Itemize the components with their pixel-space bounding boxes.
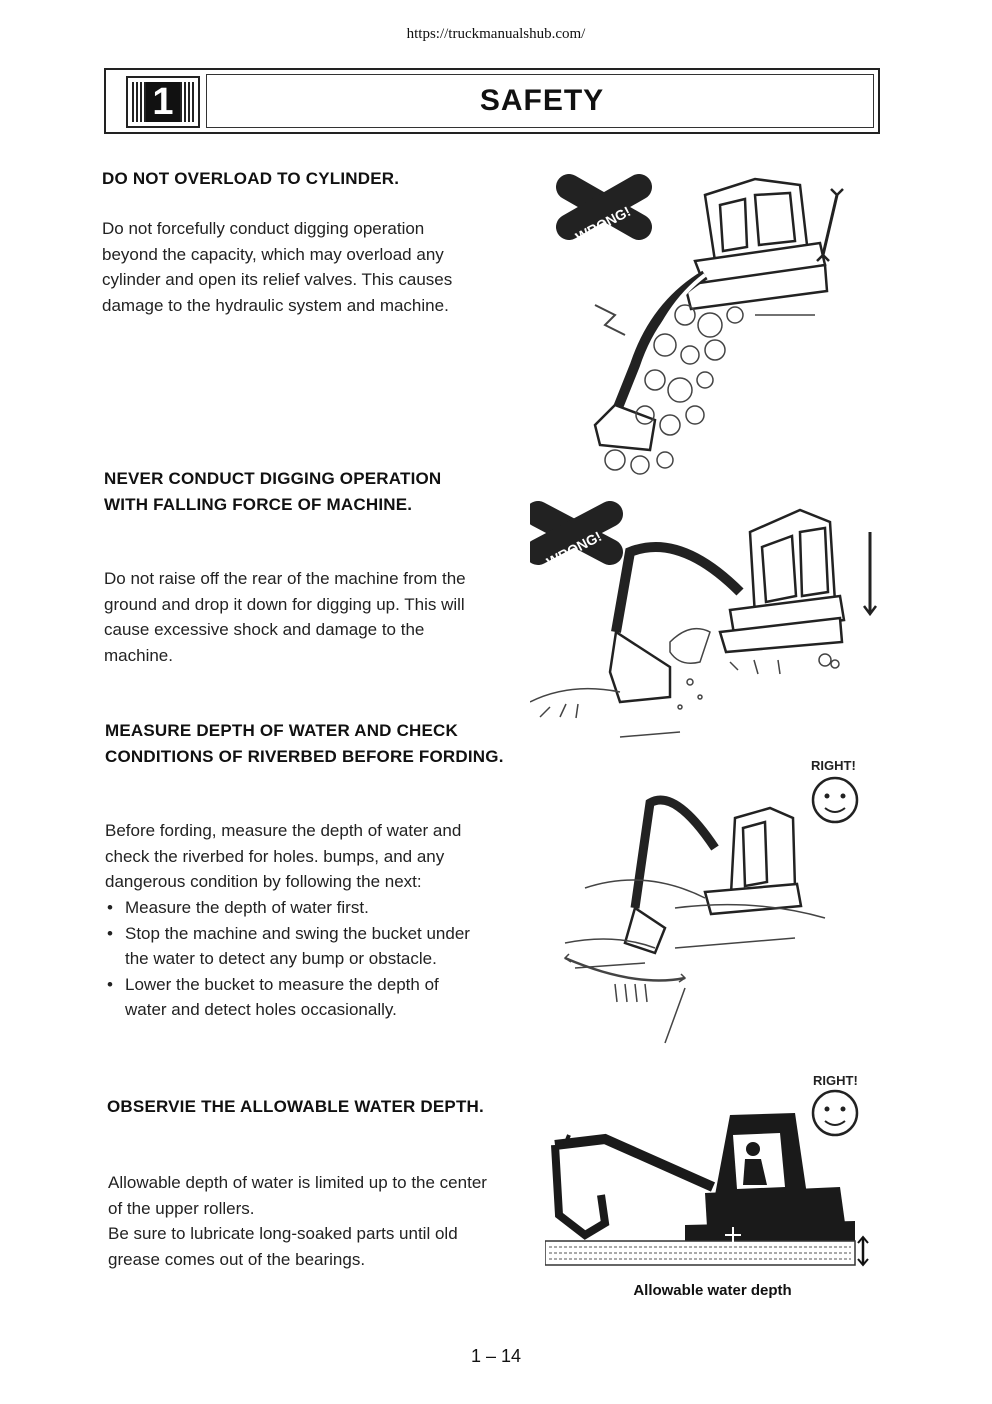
section-1-heading: DO NOT OVERLOAD TO CYLINDER. (102, 169, 400, 188)
excavator-icon (551, 1113, 855, 1253)
rocks-icon (594, 304, 815, 475)
list-item: Stop the machine and swing the bucket un… (105, 921, 485, 972)
section-3-heading: MEASURE DEPTH OF WATER AND CHECK CONDITI… (105, 721, 504, 766)
illustration-water-depth: RIGHT! (545, 1075, 869, 1267)
chapter-number: 1 (146, 82, 180, 122)
section-3-body: Before fording, measure the depth of wat… (105, 821, 462, 891)
wrong-badge-icon: WRONG! (556, 174, 652, 245)
excavator-icon (608, 508, 877, 704)
chapter-header: 1 SAFETY (104, 68, 880, 134)
section-3-bullet-list: Measure the depth of water first. Stop t… (105, 895, 485, 1023)
section-2-heading: NEVER CONDUCT DIGGING OPERATION WITH FAL… (104, 469, 442, 514)
section-1-body: Do not forcefully conduct digging operat… (102, 219, 453, 315)
water-icon (563, 879, 826, 1044)
page-number: 1 – 14 (470, 1346, 522, 1366)
section-4-heading: OBSERVIE THE ALLOWABLE WATER DEPTH. (107, 1097, 484, 1116)
list-item: Lower the bucket to measure the depth of… (105, 972, 485, 1023)
wrong-badge-icon: WRONG! (530, 501, 623, 570)
section-4-body-2: Be sure to lubricate long-soaked parts u… (108, 1224, 458, 1269)
illustration-overload-cylinder: WRONG! (556, 174, 844, 475)
right-badge-icon: RIGHT! (811, 758, 859, 824)
badge-label: RIGHT! (811, 758, 856, 773)
ground-icon (530, 627, 840, 738)
illustration-falling-force: WRONG! (530, 501, 877, 738)
figure-caption: Allowable water depth (633, 1282, 792, 1299)
chapter-number-box: 1 (126, 76, 200, 128)
right-badge-icon: RIGHT! (811, 1075, 859, 1137)
page-title: SAFETY (479, 84, 605, 117)
badge-label: RIGHT! (813, 1075, 858, 1088)
excavator-icon (593, 177, 844, 452)
header-title-frame (206, 74, 874, 128)
illustration-fording-check: RIGHT! (563, 758, 859, 1044)
section-2-body: Do not raise off the rear of the machine… (104, 569, 466, 665)
source-url: https://truckmanualshub.com/ (406, 26, 586, 42)
list-item: Measure the depth of water first. (105, 895, 485, 921)
excavator-icon (623, 795, 803, 955)
water-depth-icon (545, 1227, 869, 1267)
section-4-body-1: Allowable depth of water is limited up t… (108, 1173, 487, 1218)
